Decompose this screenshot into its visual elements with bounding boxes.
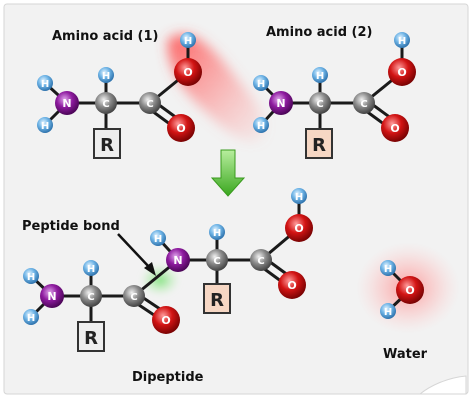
oxygen-atom: O xyxy=(285,214,313,242)
svg-text:N: N xyxy=(173,254,182,267)
peptide-bond-pointer-arrow xyxy=(117,233,156,276)
svg-text:H: H xyxy=(398,36,406,47)
dipeptide-side-chain-box-2: R xyxy=(203,283,231,314)
carbon-atom: C xyxy=(206,249,228,271)
svg-text:O: O xyxy=(176,122,185,135)
hydrogen-atom: H xyxy=(98,67,114,83)
carbon-atom: C xyxy=(139,92,161,114)
svg-text:N: N xyxy=(47,290,56,303)
side-chain-label: R xyxy=(210,290,224,311)
label-dipeptide: Dipeptide xyxy=(132,370,204,385)
amino-acid-2: H H N H C C O H O xyxy=(253,32,416,142)
svg-text:H: H xyxy=(316,71,324,82)
hydrogen-atom: H xyxy=(23,268,39,284)
svg-text:H: H xyxy=(257,79,265,90)
svg-text:H: H xyxy=(295,192,303,203)
dipeptide-side-chain-box-1: R xyxy=(77,321,105,352)
carbon-atom: C xyxy=(123,285,145,307)
svg-text:O: O xyxy=(294,222,303,235)
reaction-arrow xyxy=(210,149,246,197)
hydrogen-atom: H xyxy=(380,260,396,276)
hydrogen-atom: H xyxy=(37,117,53,133)
svg-text:H: H xyxy=(384,307,392,318)
svg-text:H: H xyxy=(154,234,162,245)
svg-text:H: H xyxy=(384,264,392,275)
nitrogen-atom: N xyxy=(269,91,293,115)
side-chain-box-1: R xyxy=(93,128,121,159)
hydrogen-atom: H xyxy=(209,224,225,240)
side-chain-box-2: R xyxy=(305,128,333,159)
svg-text:H: H xyxy=(184,36,192,47)
side-chain-label: R xyxy=(312,135,326,156)
label-amino-acid-1: Amino acid (1) xyxy=(52,29,158,44)
svg-text:C: C xyxy=(87,292,94,303)
amino-acid-1: H H N H C C O H O xyxy=(37,32,202,142)
svg-text:H: H xyxy=(102,71,110,82)
svg-text:C: C xyxy=(146,99,153,110)
oxygen-atom: O xyxy=(388,58,416,86)
svg-text:H: H xyxy=(41,79,49,90)
svg-text:C: C xyxy=(102,99,109,110)
label-water: Water xyxy=(383,347,428,362)
hydrogen-atom: H xyxy=(180,32,196,48)
oxygen-atom: O xyxy=(381,114,409,142)
svg-text:O: O xyxy=(161,314,170,327)
oxygen-atom: O xyxy=(396,276,424,304)
svg-text:C: C xyxy=(360,99,367,110)
svg-text:O: O xyxy=(183,66,192,79)
carbon-atom: C xyxy=(309,92,331,114)
svg-text:C: C xyxy=(257,256,264,267)
hydrogen-atom: H xyxy=(380,303,396,319)
svg-text:O: O xyxy=(405,284,414,297)
hydrogen-atom: H xyxy=(394,32,410,48)
svg-text:N: N xyxy=(276,97,285,110)
svg-text:H: H xyxy=(257,121,265,132)
oxygen-atom: O xyxy=(278,271,306,299)
carbon-atom: C xyxy=(80,285,102,307)
label-amino-acid-2: Amino acid (2) xyxy=(266,25,372,40)
hydrogen-atom: H xyxy=(312,67,328,83)
svg-text:N: N xyxy=(62,97,71,110)
hydrogen-atom: H xyxy=(23,309,39,325)
hydrogen-atom: H xyxy=(291,188,307,204)
svg-text:C: C xyxy=(213,256,220,267)
svg-text:H: H xyxy=(27,313,35,324)
hydrogen-atom: H xyxy=(83,260,99,276)
hydrogen-atom: H xyxy=(37,75,53,91)
svg-text:C: C xyxy=(130,292,137,303)
page-curl-corner xyxy=(418,375,467,395)
svg-text:O: O xyxy=(397,66,406,79)
oxygen-atom: O xyxy=(174,58,202,86)
svg-text:C: C xyxy=(316,99,323,110)
hydrogen-atom: H xyxy=(150,230,166,246)
svg-text:H: H xyxy=(27,272,35,283)
carbon-atom: C xyxy=(250,249,272,271)
hydrogen-atom: H xyxy=(253,117,269,133)
carbon-atom: C xyxy=(353,92,375,114)
svg-text:H: H xyxy=(87,264,95,275)
carbon-atom: C xyxy=(95,92,117,114)
label-peptide-bond: Peptide bond xyxy=(22,219,120,234)
oxygen-atom: O xyxy=(152,306,180,334)
oxygen-atom: O xyxy=(167,114,195,142)
water-molecule: H H O xyxy=(380,260,424,319)
nitrogen-atom: N xyxy=(166,248,190,272)
hydrogen-atom: H xyxy=(253,75,269,91)
svg-text:H: H xyxy=(213,228,221,239)
svg-text:O: O xyxy=(287,279,296,292)
svg-text:H: H xyxy=(41,121,49,132)
nitrogen-atom: N xyxy=(55,91,79,115)
side-chain-label: R xyxy=(100,135,114,156)
side-chain-label: R xyxy=(84,328,98,349)
svg-text:O: O xyxy=(390,122,399,135)
nitrogen-atom: N xyxy=(40,284,64,308)
dipeptide: H H N H C C O H N H C C O H O xyxy=(23,188,313,334)
